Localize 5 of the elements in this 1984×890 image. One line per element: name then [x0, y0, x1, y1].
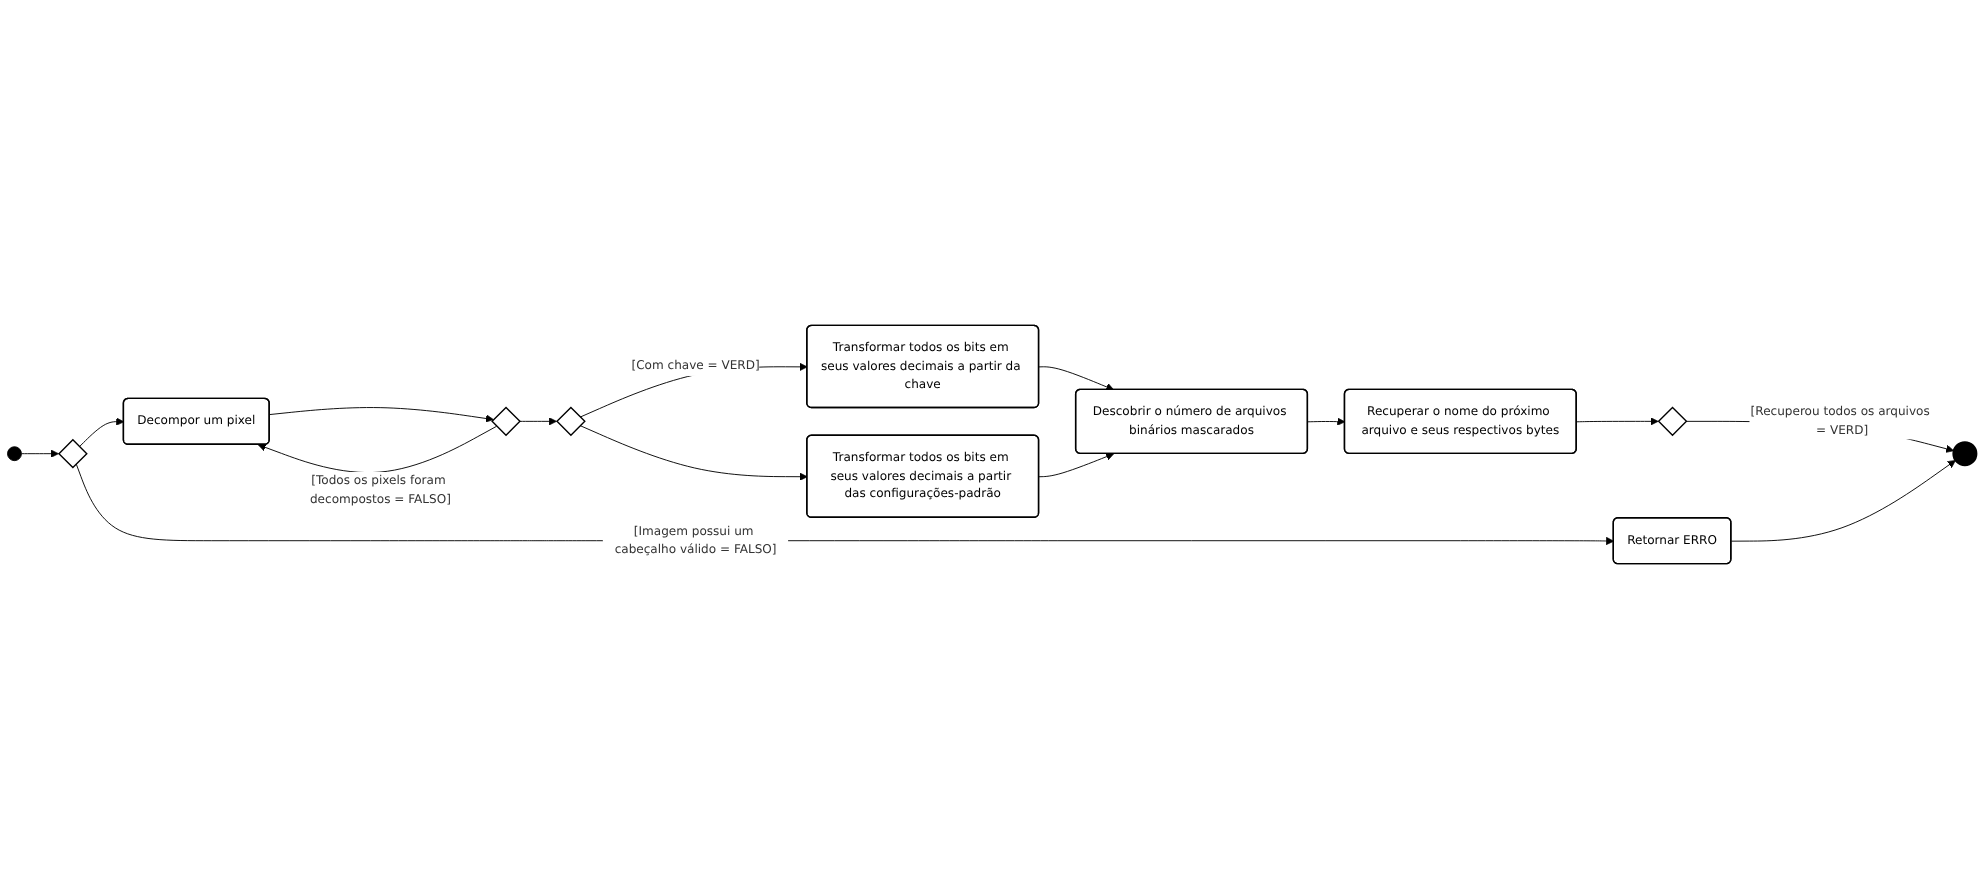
node-diamond — [58, 439, 88, 470]
node-diamond — [556, 406, 586, 437]
node-diamond — [1657, 406, 1688, 437]
node-circle — [7, 446, 22, 462]
node-diamond — [491, 406, 521, 437]
